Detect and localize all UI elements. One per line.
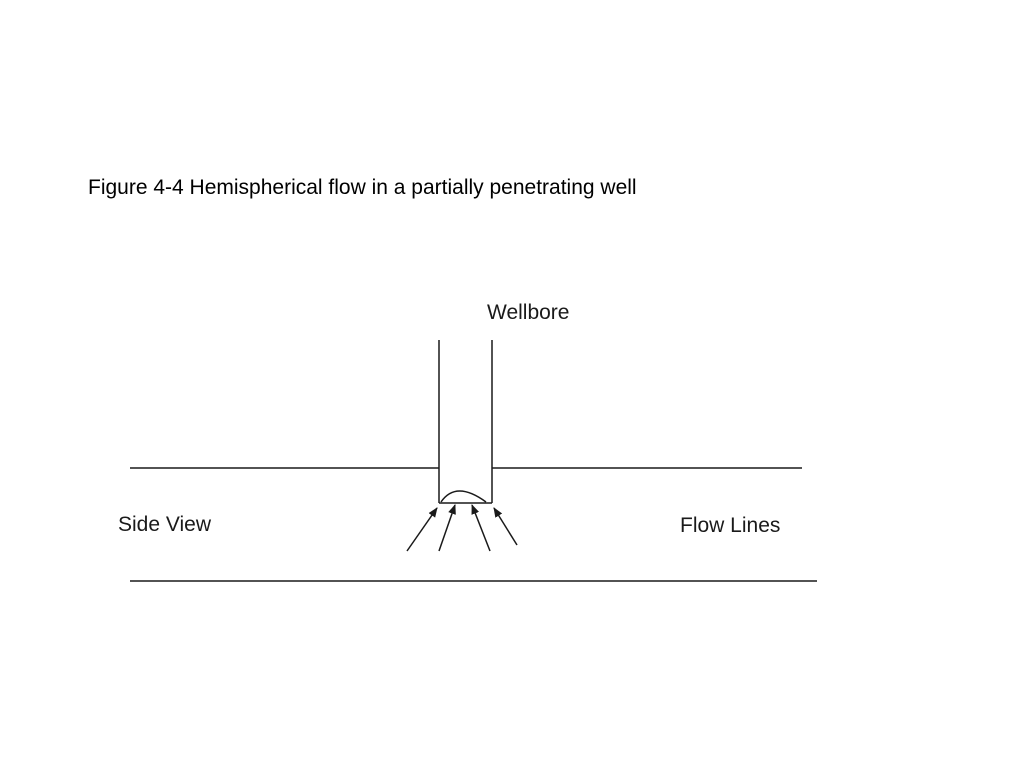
side-view-label: Side View xyxy=(118,513,212,536)
figure-caption: Figure 4-4 Hemispherical flow in a parti… xyxy=(88,176,637,199)
wellbore-label: Wellbore xyxy=(487,301,569,324)
flow-arrow-2 xyxy=(438,504,456,552)
flow-arrow-1 xyxy=(406,507,438,552)
flow-lines-label: Flow Lines xyxy=(680,514,780,537)
flow-arrow-4 xyxy=(493,507,518,546)
hemispherical-dome xyxy=(440,490,487,503)
flow-arrow-3 xyxy=(471,504,491,552)
